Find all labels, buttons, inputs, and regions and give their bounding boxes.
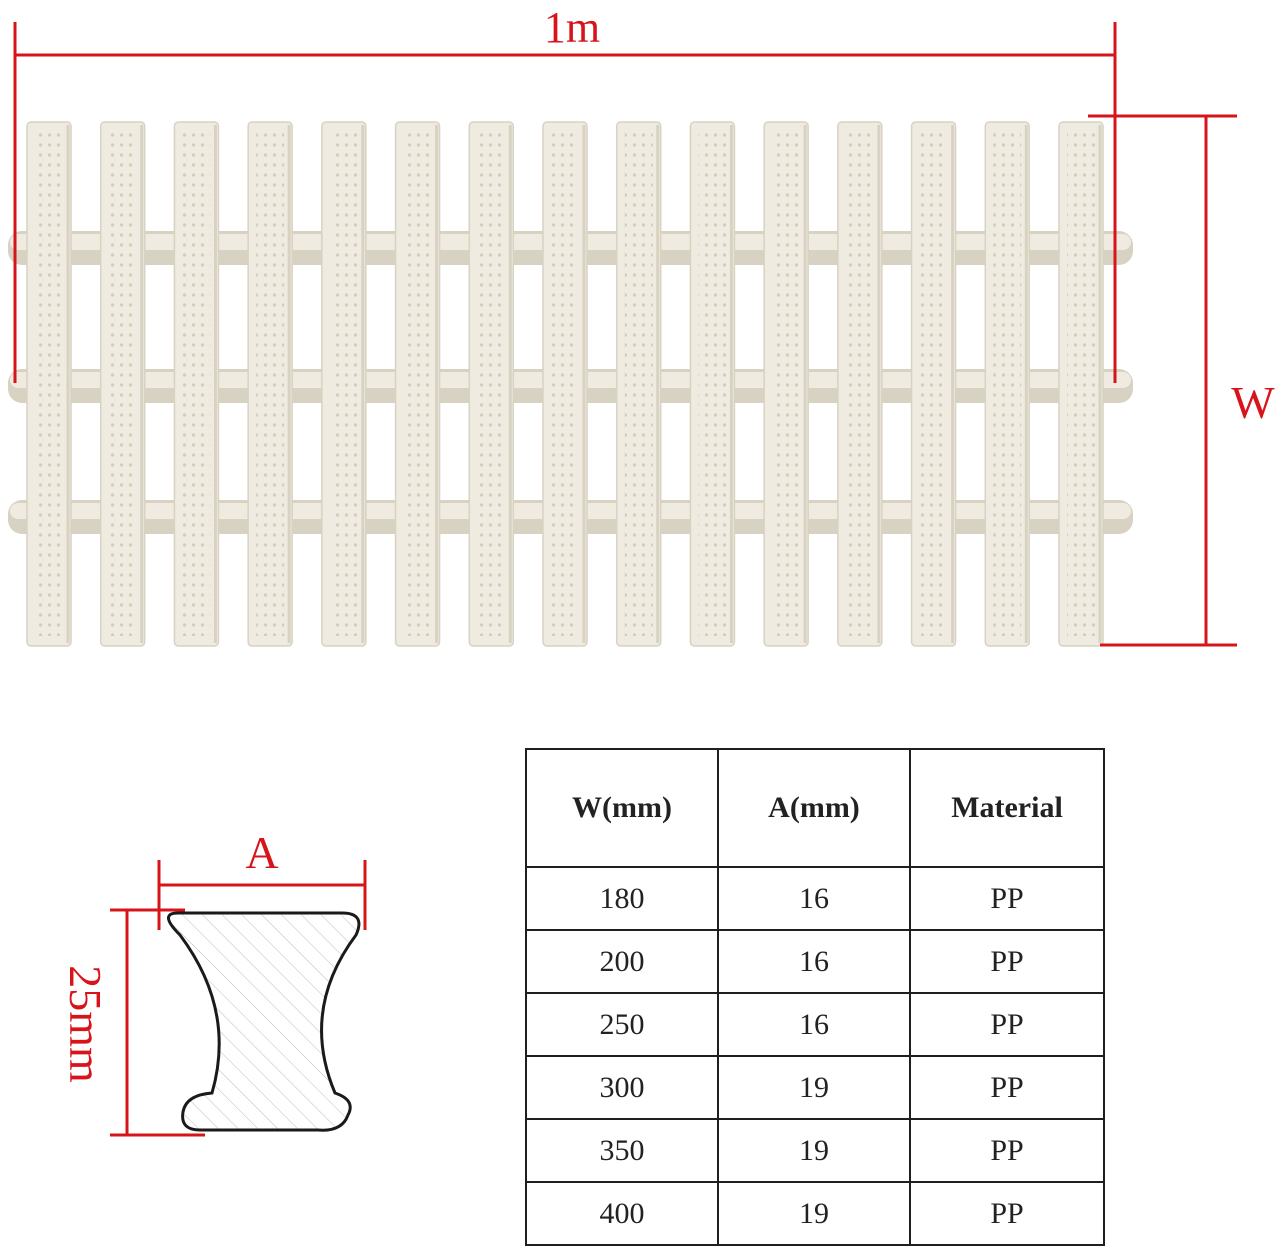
table-row: 180 16 PP [525,866,1105,931]
grate-bar [99,121,146,647]
width-label: W [1231,377,1275,428]
cell-a: 16 [717,929,911,994]
table-row: 200 16 PP [525,929,1105,994]
profile-width-dimension [157,860,367,930]
cell-w: 200 [525,929,719,994]
grate-bar [1058,121,1104,647]
table-row: 350 19 PP [525,1118,1105,1183]
cell-a: 16 [717,992,911,1057]
grate-bar [984,121,1031,647]
header-w: W(mm) [525,748,719,868]
cell-a: 19 [717,1055,911,1120]
width-dimension [1088,114,1237,647]
grate-bar [763,121,809,647]
grate-bar [615,121,662,647]
grate-bar [247,121,293,647]
bar-profile-section [167,911,361,1132]
grate-bar [394,121,441,647]
table-row: 400 19 PP [525,1181,1105,1246]
profile-height-label: 25mm [60,965,111,1083]
cell-material: PP [909,1118,1105,1183]
spec-table-container: W(mm) A(mm) Material 180 16 PP 200 16 PP… [525,748,1105,1246]
grate-bar [689,121,736,647]
cell-material: PP [909,866,1105,931]
cell-material: PP [909,1181,1105,1246]
length-label: 1m [544,3,600,52]
cell-material: PP [909,992,1105,1057]
cell-w: 250 [525,992,719,1057]
grate-bar [26,121,72,647]
cell-a: 19 [717,1181,911,1246]
grate-bar [910,121,957,647]
grate-bar [321,121,367,647]
grate-bars [26,121,1104,647]
header-material: Material [909,748,1105,868]
spec-table-header: W(mm) A(mm) Material [525,748,1105,868]
cell-w: 350 [525,1118,719,1183]
table-row: 250 16 PP [525,992,1105,1057]
cell-material: PP [909,929,1105,994]
length-dimension [13,22,1117,383]
cell-a: 16 [717,866,911,931]
cell-w: 180 [525,866,719,931]
header-a: A(mm) [717,748,911,868]
grate-bar [837,121,883,647]
table-row: 300 19 PP [525,1055,1105,1120]
grate-bar [468,121,515,647]
cell-material: PP [909,1055,1105,1120]
profile-width-label: A [245,827,278,878]
profile-height-dimension [110,908,205,1137]
cell-w: 300 [525,1055,719,1120]
grate-bar [173,121,220,647]
cell-w: 400 [525,1181,719,1246]
cell-a: 19 [717,1118,911,1183]
spec-table: W(mm) A(mm) Material 180 16 PP 200 16 PP… [525,748,1105,1246]
grate-bar [542,121,588,647]
